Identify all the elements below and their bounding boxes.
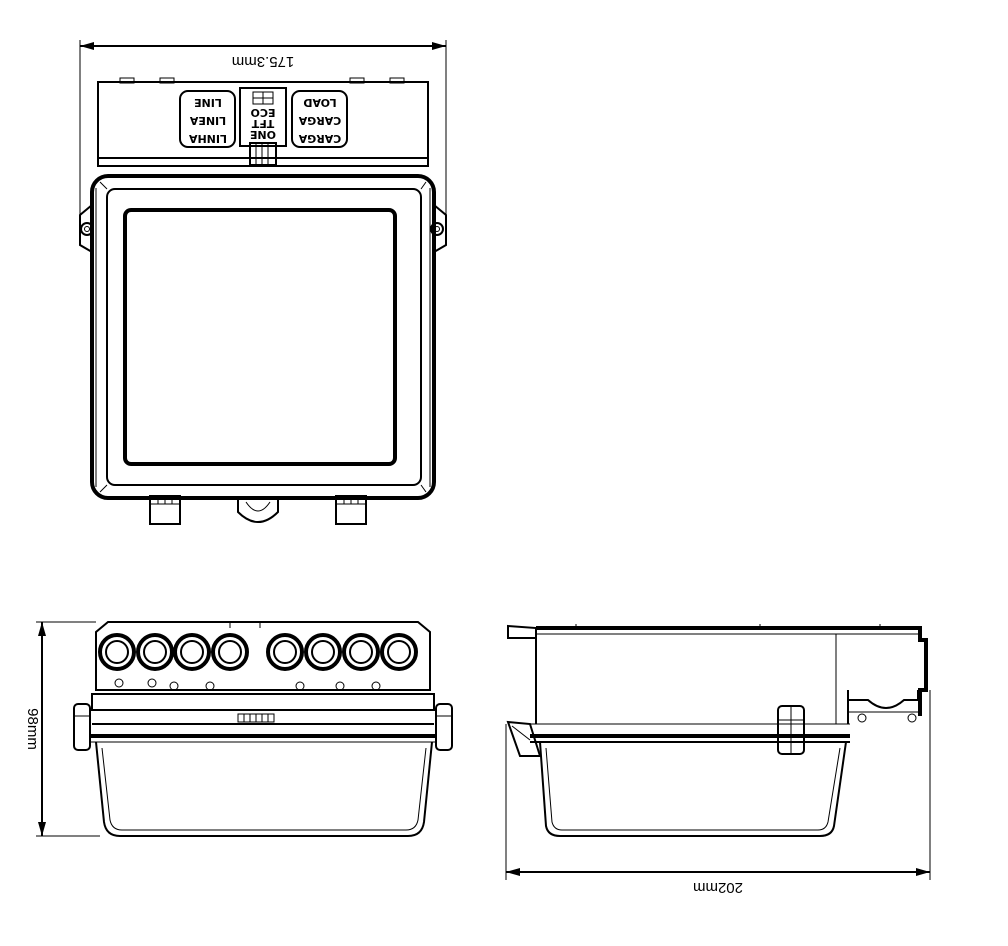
enclosure-body-top [90, 174, 436, 500]
height-dimension: 98mm [24, 621, 100, 837]
load-label-box: LOAD CARGA CARGA [291, 90, 348, 148]
cable-gland-2 [136, 633, 174, 671]
cable-gland-7 [342, 633, 380, 671]
right-hinge [430, 204, 447, 253]
cable-gland-6 [304, 633, 342, 671]
cable-gland-5 [266, 633, 304, 671]
line-label-2: LINEA [189, 114, 226, 127]
width-dimension: 175.3mm [79, 40, 447, 215]
center-label-3: ONE [250, 128, 276, 141]
center-logo-box: ECO TFT ONE [239, 87, 287, 147]
side-lid-band [506, 720, 850, 757]
side-base [507, 624, 928, 724]
front-cover [95, 741, 433, 837]
height-dimension-label: 98mm [24, 708, 41, 750]
cable-gland-4 [211, 633, 249, 671]
depth-dimension: 202mm [505, 690, 931, 896]
mounting-tab [237, 498, 279, 523]
load-label-1: LOAD [303, 96, 336, 109]
front-view: 98mm [24, 621, 453, 837]
side-cover [539, 741, 847, 837]
front-latch-left [73, 703, 91, 751]
front-latch-right [435, 703, 453, 751]
bottom-clip-right [335, 495, 367, 525]
cable-gland-8 [380, 633, 418, 671]
center-label-2: TFT [251, 117, 274, 130]
center-label-1: ECO [251, 106, 276, 119]
bottom-clip-left [149, 495, 181, 525]
knockout-holes [114, 678, 381, 691]
line-label-1: LINE [194, 96, 222, 109]
load-label-2: CARGA [298, 114, 341, 127]
terminal-cap: LINE LINEA LINHA ECO TFT ONE LOAD CARGA … [97, 77, 429, 167]
cable-gland-3 [173, 633, 211, 671]
side-view: 202mm [505, 624, 931, 896]
line-label-box: LINE LINEA LINHA [179, 90, 236, 148]
left-hinge [79, 204, 94, 253]
gland-section [95, 621, 431, 691]
top-view: 175.3mm LINE LINEA LINHA ECO [79, 40, 447, 525]
lid-band [90, 693, 436, 743]
width-dimension-label: 175.3mm [232, 53, 295, 70]
cable-gland-1 [98, 633, 136, 671]
load-label-3: CARGA [298, 132, 341, 145]
side-terminal-housing [847, 690, 919, 724]
depth-dimension-label: 202mm [693, 879, 743, 896]
line-label-3: LINHA [189, 132, 228, 145]
side-latch [777, 705, 805, 755]
